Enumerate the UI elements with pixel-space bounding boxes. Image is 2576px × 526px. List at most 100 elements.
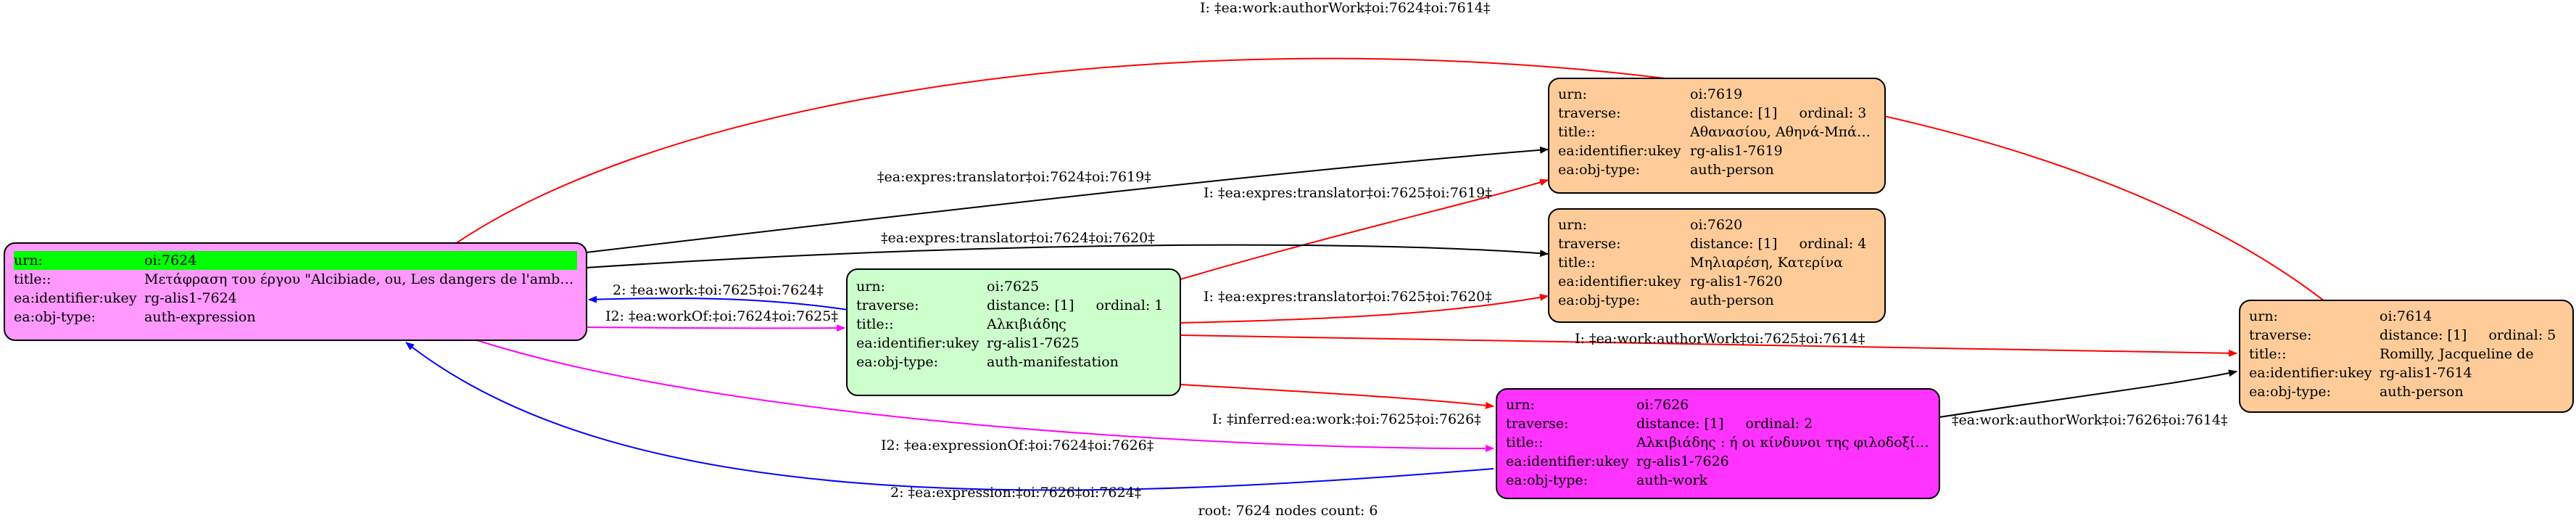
edge-label-authorwork-7625-7614: I: ‡ea:work:authorWork‡oi:7625‡oi:7614‡	[1575, 331, 1865, 347]
edge-workof-7624-7625	[585, 324, 845, 332]
edge-label-authorwork-7626-7614: ‡ea:work:authorWork‡oi:7626‡oi:7614‡	[1952, 412, 2227, 428]
type-value: auth-person	[2380, 384, 2464, 400]
traverse-row: traverse: distance: [1] ordinal: 5	[2249, 326, 2564, 345]
urn-row: urn: oi:7614	[2249, 307, 2564, 326]
traverse-key: traverse:	[1558, 105, 1621, 121]
title-value: Αθανασίου, Αθηνά-Μπάμπη	[1690, 124, 1876, 140]
urn-row: urn: oi:7624	[14, 251, 577, 270]
ukey-key: ea:identifier:ukey	[1506, 453, 1629, 469]
title-value: Romilly, Jacqueline de	[2380, 346, 2534, 362]
urn-key: urn:	[1506, 397, 1535, 413]
edge-label-authorwork-7624-7614: I: ‡ea:work:authorWork‡oi:7624‡oi:7614‡	[1200, 0, 1490, 16]
type-row: ea:obj-type: auth-person	[1558, 291, 1876, 310]
edge-translator-7625-7620	[1180, 294, 1549, 324]
ukey-row: ea:identifier:ukey rg-alis1-7619	[1558, 141, 1876, 160]
ukey-key: ea:identifier:ukey	[2249, 365, 2372, 381]
traverse-row: traverse: distance: [1] ordinal: 3	[1558, 104, 1876, 123]
urn-row: urn: oi:7625	[856, 277, 1171, 296]
urn-value: oi:7626	[1636, 397, 1689, 413]
ukey-row: ea:identifier:ukey rg-alis1-7620	[1558, 272, 1876, 291]
edge-label-expression-7626-7624: 2: ‡ea:expression:‡oi:7626‡oi:7624‡	[890, 485, 1141, 501]
ukey-value: rg-alis1-7614	[2380, 365, 2472, 381]
ukey-key: ea:identifier:ukey	[856, 335, 980, 351]
ordinal-value: ordinal: 3	[1799, 105, 1867, 121]
edge-label-translator-7624-7619: ‡ea:expres:translator‡oi:7624‡oi:7619‡	[877, 169, 1151, 185]
urn-key: urn:	[1558, 86, 1587, 102]
ukey-row: ea:identifier:ukey rg-alis1-7625	[856, 334, 1171, 353]
traverse-key: traverse:	[2249, 327, 2312, 343]
traverse-row: traverse: distance: [1] ordinal: 4	[1558, 234, 1876, 253]
ordinal-value: ordinal: 1	[1096, 297, 1164, 313]
type-key: ea:obj-type:	[14, 309, 96, 325]
urn-key: urn:	[14, 252, 43, 268]
node-7619[interactable]: urn: oi:7619 traverse: distance: [1] ord…	[1548, 78, 1886, 194]
type-value: auth-expression	[144, 309, 256, 325]
urn-value: oi:7620	[1690, 217, 1743, 233]
title-key: title::	[1506, 435, 1544, 451]
edge-expression-7626-7624	[405, 342, 1494, 491]
distance-value: distance: [1]	[2380, 327, 2467, 343]
title-value: Μετάφραση του έργου "Alcibiade, ou, Les …	[144, 271, 577, 287]
title-key: title::	[856, 316, 894, 332]
urn-row: urn: oi:7619	[1558, 85, 1876, 104]
title-key: title::	[14, 271, 51, 287]
urn-value: oi:7614	[2380, 308, 2432, 324]
ordinal-value: ordinal: 2	[1745, 416, 1813, 432]
urn-key: urn:	[2249, 308, 2278, 324]
edge-translator-7625-7619	[1180, 178, 1549, 280]
type-value: auth-work	[1636, 472, 1708, 488]
traverse-key: traverse:	[856, 297, 919, 313]
traverse-key: traverse:	[1558, 236, 1621, 252]
node-7625[interactable]: urn: oi:7625 traverse: distance: [1] ord…	[846, 268, 1181, 396]
distance-value: distance: [1]	[1690, 105, 1778, 121]
edge-authorwork-7626-7614	[1939, 369, 2237, 418]
ordinal-value: ordinal: 4	[1799, 236, 1867, 252]
title-value: Μηλιαρέση, Κατερίνα	[1690, 255, 1843, 271]
type-row: ea:obj-type: auth-expression	[14, 308, 577, 326]
edge-authorwork-7625-7614	[1180, 334, 2237, 357]
node-7624[interactable]: urn: oi:7624 title:: Μετάφραση του έργου…	[4, 242, 587, 341]
type-value: auth-person	[1690, 162, 1774, 178]
traverse-key: traverse:	[1506, 416, 1569, 432]
edge-work-7625-7624	[588, 295, 849, 311]
traverse-row: traverse: distance: [1] ordinal: 1	[856, 296, 1171, 315]
ukey-value: rg-alis1-7624	[144, 290, 237, 306]
ukey-key: ea:identifier:ukey	[14, 290, 137, 306]
type-key: ea:obj-type:	[2249, 384, 2332, 400]
edge-authorwork-7624-7614	[452, 57, 2372, 342]
ordinal-value: ordinal: 5	[2488, 327, 2556, 343]
ukey-row: ea:identifier:ukey rg-alis1-7624	[14, 289, 577, 308]
type-row: ea:obj-type: auth-manifestation	[856, 353, 1171, 371]
type-key: ea:obj-type:	[856, 354, 939, 370]
ukey-value: rg-alis1-7620	[1690, 274, 1783, 289]
urn-key: urn:	[1558, 217, 1587, 233]
edge-inferred-7625-7626	[1180, 384, 1494, 409]
ukey-key: ea:identifier:ukey	[1558, 143, 1681, 159]
graph-footer: root: 7624 nodes count: 6	[1198, 503, 1378, 519]
type-row: ea:obj-type: auth-work	[1506, 471, 1930, 490]
type-value: auth-manifestation	[987, 354, 1119, 370]
node-7614[interactable]: urn: oi:7614 traverse: distance: [1] ord…	[2239, 300, 2574, 413]
ukey-value: rg-alis1-7626	[1636, 453, 1729, 469]
type-key: ea:obj-type:	[1558, 162, 1641, 178]
distance-value: distance: [1]	[987, 297, 1074, 313]
edge-label-inferred-7625-7626: I: ‡inferred:ea:work:‡oi:7625‡oi:7626‡	[1212, 411, 1481, 427]
edge-label-expressionof-7624-7626: I2: ‡ea:expressionOf:‡oi:7624‡oi:7626‡	[881, 437, 1154, 453]
urn-value: oi:7624	[144, 252, 197, 268]
node-7620[interactable]: urn: oi:7620 traverse: distance: [1] ord…	[1548, 208, 1886, 323]
title-row: title:: Romilly, Jacqueline de	[2249, 345, 2564, 363]
title-key: title::	[1558, 255, 1596, 271]
title-key: title::	[2249, 346, 2287, 362]
title-row: title:: Αλκιβιάδης	[856, 315, 1171, 334]
edge-label-workof-7624-7625: I2: ‡ea:workOf:‡oi:7624‡oi:7625‡	[605, 308, 838, 324]
ukey-row: ea:identifier:ukey rg-alis1-7614	[2249, 363, 2564, 382]
ukey-key: ea:identifier:ukey	[1558, 274, 1681, 289]
urn-key: urn:	[856, 279, 885, 295]
urn-value: oi:7619	[1690, 86, 1743, 102]
title-row: title:: Αθανασίου, Αθηνά-Μπάμπη	[1558, 123, 1876, 141]
edge-translator-7624-7620	[585, 244, 1549, 268]
distance-value: distance: [1]	[1690, 236, 1778, 252]
node-7626[interactable]: urn: oi:7626 traverse: distance: [1] ord…	[1496, 388, 1940, 499]
edge-label-work-7625-7624: 2: ‡ea:work:‡oi:7625‡oi:7624‡	[613, 282, 824, 298]
